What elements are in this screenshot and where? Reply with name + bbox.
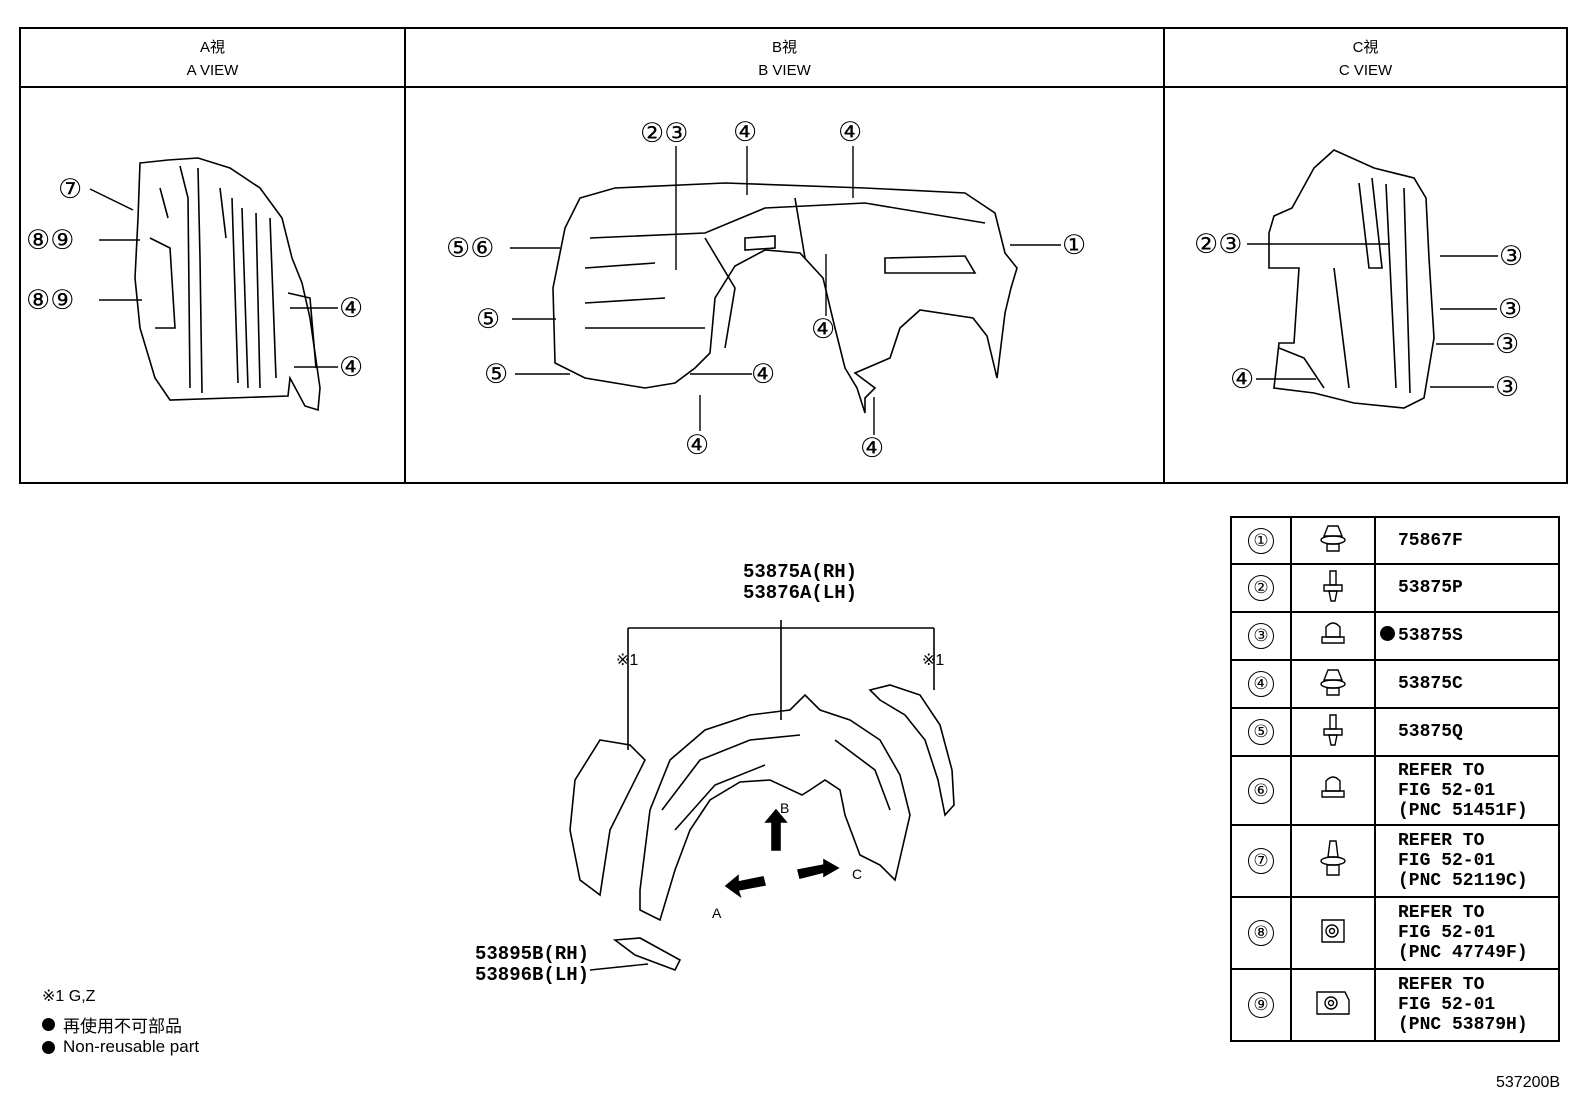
bracket-part-number: 53895B(RH) 53896B(LH)	[475, 943, 590, 986]
b-view-drawing	[552, 182, 1018, 414]
nut-icon	[1321, 918, 1345, 943]
callout-b-4-bottom-right: ④	[860, 433, 885, 463]
part-number: 53875P	[1374, 563, 1560, 613]
view-a-jp: A視	[199, 39, 225, 56]
callout-leaders	[89, 146, 1498, 435]
note-mark-right: ※1	[922, 652, 945, 669]
clip-icon	[1320, 525, 1346, 552]
table-row: ⑧ REFER TO FIG 52-01 (PNC 47749F)	[1230, 896, 1560, 970]
legend-nonreusable-jp-text: 再使用不可部品	[63, 1017, 182, 1036]
bracket-leader	[590, 963, 649, 971]
parts-table: ① 75867F ② 53875P ③ 53875S ④ 53875C ⑤ 53…	[1230, 516, 1560, 1042]
part-number: 53875C	[1374, 659, 1560, 709]
screw-icon	[1323, 569, 1343, 602]
note-mark-left: ※1	[616, 652, 639, 669]
nonreusable-dot-icon	[42, 1040, 55, 1054]
table-row: ⑤ 53875Q	[1230, 707, 1560, 757]
table-row: ① 75867F	[1230, 516, 1560, 565]
part-number: 75867F	[1374, 516, 1560, 565]
nut-clip-icon	[1316, 990, 1350, 1015]
table-row: ⑨ REFER TO FIG 52-01 (PNC 53879H)	[1230, 968, 1560, 1042]
liner-part-number: 53875A(RH) 53876A(LH)	[743, 561, 858, 604]
part-number: REFER TO FIG 52-01 (PNC 47749F)	[1374, 896, 1560, 970]
view-a-en: A VIEW	[186, 62, 239, 79]
callout-b-5-mid: ⑤	[476, 304, 501, 334]
view-c-en: C VIEW	[1338, 62, 1393, 79]
callout-a-7: ⑦	[58, 174, 83, 204]
view-b-en: B VIEW	[758, 62, 811, 79]
part-number: REFER TO FIG 52-01 (PNC 51451F)	[1374, 755, 1560, 826]
arrow-label-c: C	[852, 866, 863, 882]
row-number: ⑧	[1248, 920, 1274, 946]
view-c-jp: C視	[1352, 39, 1379, 56]
arrow-label-b: B	[780, 800, 790, 816]
callout-a-8-9: ⑧⑨	[26, 225, 75, 255]
arrow-label-a: A	[712, 905, 722, 921]
callout-c-4: ④	[1230, 364, 1255, 394]
table-row: ④ 53875C	[1230, 659, 1560, 709]
callout-b-4-top-right: ④	[838, 117, 863, 147]
screw-icon	[1323, 713, 1343, 746]
row-number: ②	[1248, 575, 1274, 601]
callout-a-8-9-lower: ⑧⑨	[26, 285, 75, 315]
callout-b-1: ①	[1062, 230, 1087, 260]
table-row: ⑦ REFER TO FIG 52-01 (PNC 52119C)	[1230, 824, 1560, 898]
row-number: ⑥	[1248, 777, 1274, 804]
callout-c-3-a: ③	[1499, 241, 1524, 271]
row-number: ⑦	[1248, 848, 1274, 874]
callout-b-2-3: ②③	[640, 118, 689, 148]
callout-b-5-low: ⑤	[484, 359, 509, 389]
clip-icon	[1320, 668, 1346, 696]
callout-c-2-3: ②③	[1194, 229, 1243, 259]
row-number: ①	[1248, 527, 1274, 554]
fender-liner-drawing	[569, 620, 955, 972]
table-row: ③ 53875S	[1230, 611, 1560, 661]
callout-a-4-lower: ④	[339, 352, 364, 382]
table-row: ⑥ REFER TO FIG 52-01 (PNC 51451F)	[1230, 755, 1560, 826]
row-number: ③	[1248, 623, 1274, 649]
part-number-text: 53875S	[1398, 626, 1463, 646]
callout-b-4-low-mid: ④	[751, 359, 776, 389]
table-row: ② 53875P	[1230, 563, 1560, 613]
row-number: ⑤	[1248, 719, 1274, 745]
part-number: 53875S	[1374, 611, 1560, 661]
view-header-a: A視 A VIEW	[20, 36, 405, 82]
row-number: ⑨	[1248, 992, 1274, 1018]
legend-nonreusable-jp: 再使用不可部品	[42, 1012, 182, 1037]
view-header-b: B視 B VIEW	[405, 36, 1164, 82]
callout-c-3-d: ③	[1495, 372, 1520, 402]
callout-b-4-bottom-left: ④	[685, 430, 710, 460]
callout-b-5-6: ⑤⑥	[446, 233, 495, 263]
callout-c-3-b: ③	[1498, 294, 1523, 324]
row-number: ④	[1248, 671, 1274, 697]
long-clip-icon	[1320, 839, 1346, 876]
push-clip-icon	[1321, 621, 1345, 644]
views-frame	[19, 27, 1568, 484]
view-header-c: C視 C VIEW	[1164, 36, 1567, 82]
nonreusable-dot-icon	[42, 1018, 55, 1031]
nonreusable-dot-icon	[1380, 626, 1395, 641]
callout-c-3-c: ③	[1495, 329, 1520, 359]
push-clip-icon	[1321, 776, 1345, 798]
view-b-jp: B視	[771, 39, 797, 56]
legend-nonreusable-en: Non-reusable part	[42, 1037, 199, 1057]
figure-id: 537200B	[1496, 1074, 1561, 1091]
callout-b-4-center: ④	[811, 314, 836, 344]
part-number: REFER TO FIG 52-01 (PNC 52119C)	[1374, 824, 1560, 898]
part-number: 53875Q	[1374, 707, 1560, 757]
a-view-drawing	[134, 157, 321, 412]
legend-nonreusable-en-text: Non-reusable part	[63, 1037, 200, 1056]
callout-a-4-upper: ④	[339, 293, 364, 323]
c-view-drawing	[1268, 149, 1435, 409]
callout-b-4-top-left: ④	[733, 117, 758, 147]
part-number: REFER TO FIG 52-01 (PNC 53879H)	[1374, 968, 1560, 1042]
legend-note: ※1 G,Z	[42, 988, 96, 1005]
